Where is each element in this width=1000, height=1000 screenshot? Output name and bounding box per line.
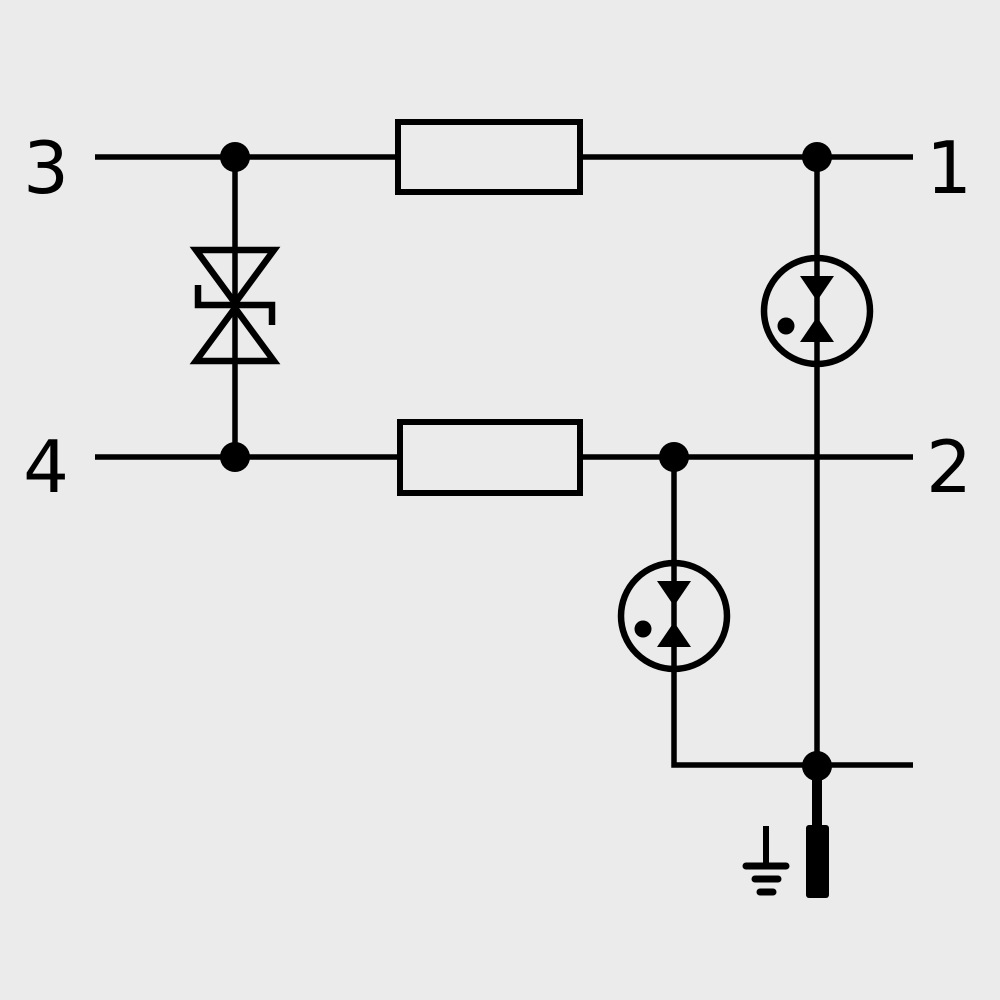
- terminal-label-4: 4: [23, 425, 69, 509]
- diode-z-bar: [194, 285, 276, 325]
- diode-triangle-top: [189, 246, 281, 309]
- arrester-circle: [617, 559, 731, 673]
- resistor-icon: [397, 419, 583, 496]
- junction-dot: [220, 142, 250, 172]
- junction-dot: [802, 142, 832, 172]
- resistor-icon: [395, 119, 583, 195]
- junction-dot: [802, 751, 832, 781]
- junction-dot: [220, 442, 250, 472]
- arrester-triangle-down: [657, 581, 691, 606]
- arrester-triangle-up: [800, 317, 834, 342]
- arrester-triangle-down: [800, 276, 834, 301]
- arrester-circle: [760, 254, 874, 368]
- arrester-dot: [634, 620, 652, 638]
- wire-arrester2-branch: [671, 457, 913, 768]
- diode-triangle-bottom: [189, 302, 281, 365]
- terminal-label-1: 1: [926, 126, 972, 210]
- junction-dot: [659, 442, 689, 472]
- gas-discharge-arrester-icon: [617, 559, 731, 673]
- earth-ground-icon: [742, 826, 790, 896]
- terminal-label-3: 3: [23, 126, 69, 210]
- arrester-dot: [777, 317, 795, 335]
- arrester-triangle-up: [657, 622, 691, 647]
- terminal-block: [806, 825, 829, 898]
- terminal-label-2: 2: [926, 425, 972, 509]
- gas-discharge-arrester-icon: [760, 254, 874, 368]
- suppressor-diode-icon: [189, 246, 281, 365]
- junction-dots: [220, 142, 832, 781]
